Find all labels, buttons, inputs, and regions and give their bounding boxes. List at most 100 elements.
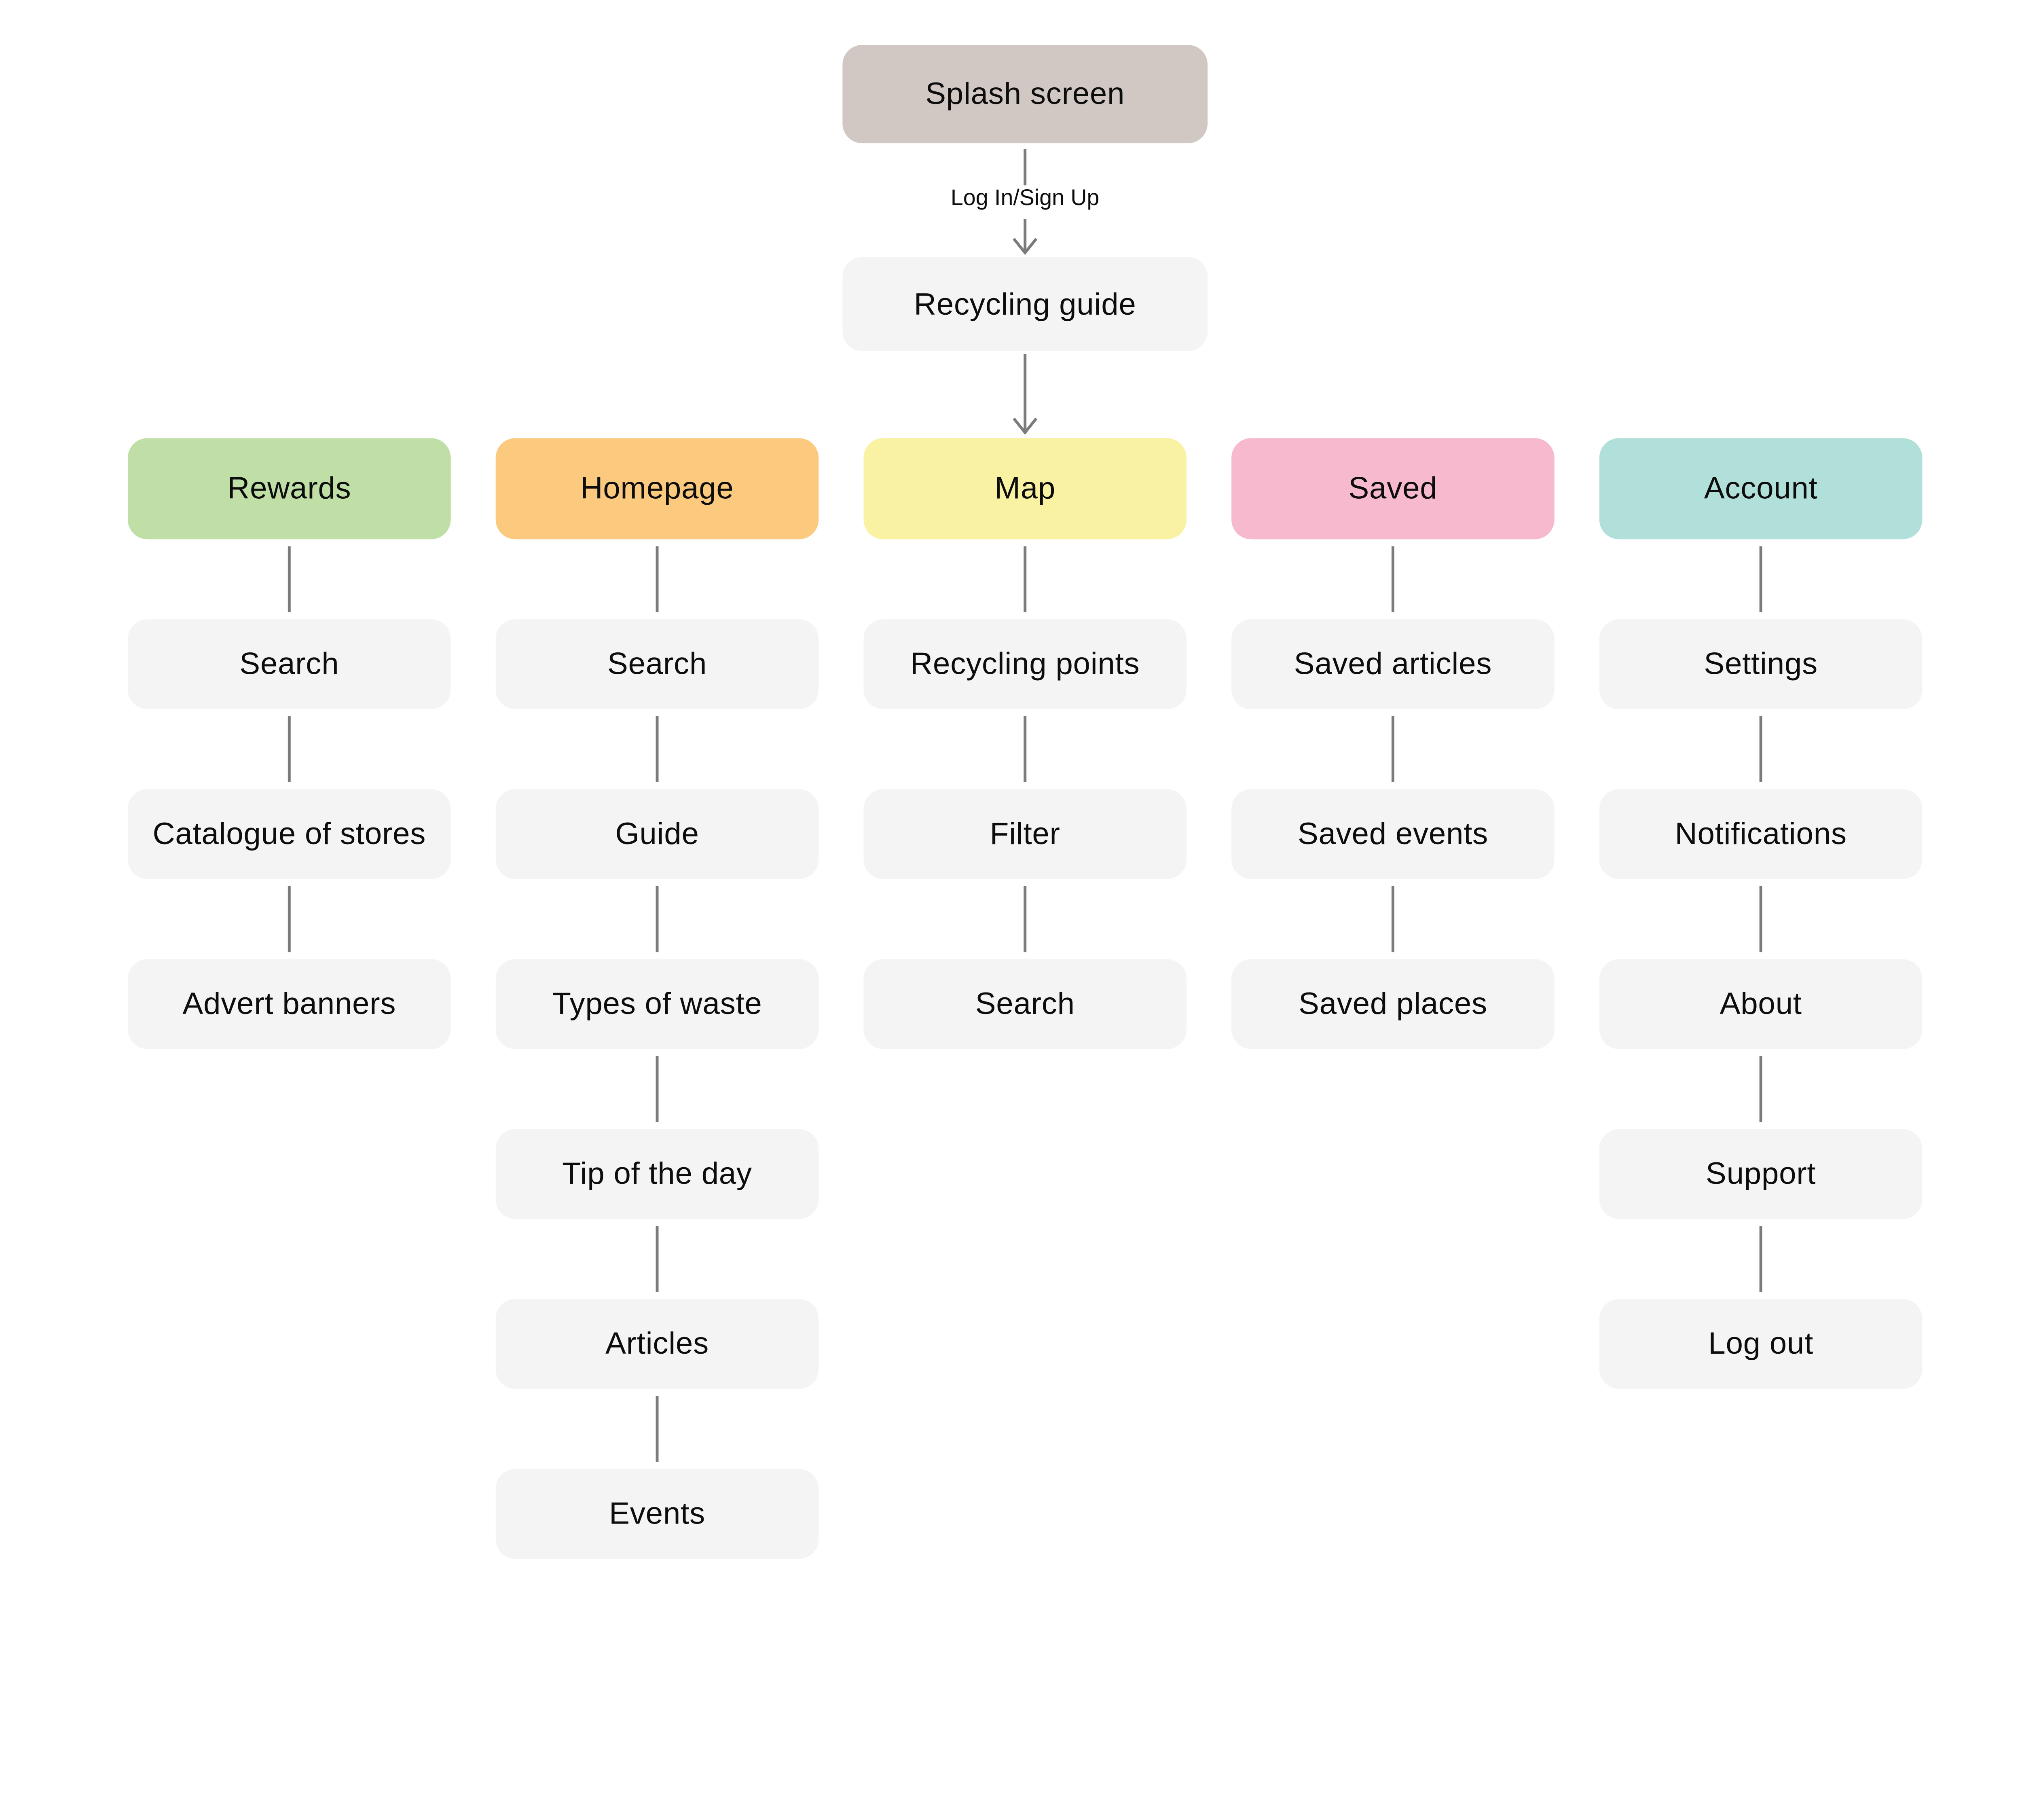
- connector-line-stroke: [656, 546, 659, 612]
- node-label: Saved events: [1297, 816, 1489, 851]
- connector-line-stroke: [288, 886, 291, 952]
- connector-line: [1599, 1049, 1923, 1129]
- node-homepage-item-0[interactable]: Search: [495, 619, 819, 709]
- node-homepage[interactable]: Homepage: [495, 438, 819, 540]
- connector-line: [128, 539, 451, 619]
- node-label: Rewards: [227, 470, 351, 506]
- connector-line-stroke: [1024, 716, 1027, 783]
- connector-line-stroke: [1759, 1056, 1762, 1122]
- connector-line: [496, 1219, 819, 1299]
- connector-line: [128, 879, 451, 959]
- node-homepage-item-5[interactable]: Events: [495, 1469, 819, 1559]
- node-saved-item-1[interactable]: Saved events: [1231, 789, 1555, 879]
- connector-line: [1599, 879, 1923, 959]
- connector-line-stroke: [1759, 1226, 1762, 1292]
- node-label: Saved places: [1298, 986, 1487, 1021]
- connector-line: [496, 539, 819, 619]
- arrow-down-icon: [1013, 354, 1038, 435]
- node-label: Tip of the day: [562, 1155, 752, 1191]
- node-label: Types of waste: [552, 986, 762, 1021]
- node-label: Articles: [605, 1325, 709, 1361]
- connector-line-stroke: [1391, 716, 1394, 783]
- node-label: Filter: [990, 816, 1060, 851]
- connector-line-stroke: [288, 546, 291, 612]
- node-rewards-item-2[interactable]: Advert banners: [127, 959, 451, 1049]
- node-saved-item-2[interactable]: Saved places: [1231, 959, 1555, 1049]
- node-rewards-item-1[interactable]: Catalogue of stores: [127, 789, 451, 879]
- connector-line: [1599, 539, 1923, 619]
- node-saved-item-0[interactable]: Saved articles: [1231, 619, 1555, 709]
- node-homepage-item-4[interactable]: Articles: [495, 1299, 819, 1389]
- connector-line-stroke: [656, 716, 659, 783]
- node-rewards-item-0[interactable]: Search: [127, 619, 451, 709]
- connector-line: [496, 1049, 819, 1129]
- connector-line-stroke: [656, 1056, 659, 1122]
- node-splash-screen[interactable]: Splash screen: [842, 45, 1208, 144]
- diagram-canvas: Splash screen Log In/Sign Up Recycling g…: [127, 45, 1923, 1559]
- connector-line: [863, 539, 1187, 619]
- node-label: Settings: [1704, 646, 1818, 681]
- node-label: Saved articles: [1294, 646, 1492, 681]
- node-label: Homepage: [580, 470, 734, 506]
- node-label: Advert banners: [182, 986, 396, 1021]
- connector-line: [1599, 709, 1923, 789]
- node-label: About: [1720, 986, 1802, 1021]
- node-label: Search: [975, 986, 1075, 1021]
- connector-line-stroke: [1391, 546, 1394, 612]
- node-account[interactable]: Account: [1599, 438, 1923, 540]
- node-map-item-0[interactable]: Recycling points: [863, 619, 1187, 709]
- node-label: Notifications: [1675, 816, 1847, 851]
- node-rewards[interactable]: Rewards: [127, 438, 451, 540]
- node-label: Support: [1705, 1155, 1816, 1191]
- connector-line: [1231, 879, 1555, 959]
- connector-line: [496, 879, 819, 959]
- node-label: Account: [1704, 470, 1818, 506]
- node-account-item-3[interactable]: Support: [1599, 1129, 1923, 1219]
- connector-line-stroke: [288, 716, 291, 783]
- node-account-item-1[interactable]: Notifications: [1599, 789, 1923, 879]
- node-label: Recycling points: [910, 646, 1140, 681]
- node-account-item-2[interactable]: About: [1599, 959, 1923, 1049]
- node-label: Events: [609, 1495, 705, 1531]
- node-label: Recycling guide: [914, 286, 1136, 321]
- node-map[interactable]: Map: [863, 438, 1187, 540]
- connector-line-stroke: [1391, 886, 1394, 952]
- node-map-item-2[interactable]: Search: [863, 959, 1187, 1049]
- node-account-item-0[interactable]: Settings: [1599, 619, 1923, 709]
- arrow-down-icon: [1013, 219, 1038, 255]
- connector-line-stroke: [1759, 546, 1762, 612]
- connector-line-stroke: [656, 886, 659, 952]
- node-label: Saved: [1348, 470, 1438, 506]
- node-map-item-1[interactable]: Filter: [863, 789, 1187, 879]
- connector-line-stroke: [656, 1396, 659, 1462]
- connector-line: [863, 709, 1187, 789]
- edge-line: [1024, 149, 1027, 186]
- connector-line: [496, 1389, 819, 1469]
- node-homepage-item-3[interactable]: Tip of the day: [495, 1129, 819, 1219]
- connector-line-stroke: [1759, 716, 1762, 783]
- connector-line: [128, 709, 451, 789]
- node-label: Search: [239, 646, 339, 681]
- connector-line-stroke: [1024, 546, 1027, 612]
- connector-line: [863, 879, 1187, 959]
- node-homepage-item-1[interactable]: Guide: [495, 789, 819, 879]
- node-label: Guide: [615, 816, 699, 851]
- connector-line: [1231, 539, 1555, 619]
- edge-label-login-signup: Log In/Sign Up: [950, 186, 1100, 211]
- node-recycling-guide[interactable]: Recycling guide: [842, 257, 1208, 351]
- connector-line: [496, 709, 819, 789]
- node-label: Log out: [1708, 1325, 1814, 1361]
- node-account-item-4[interactable]: Log out: [1599, 1299, 1923, 1389]
- node-homepage-item-2[interactable]: Types of waste: [495, 959, 819, 1049]
- connector-line-stroke: [1024, 886, 1027, 952]
- node-saved[interactable]: Saved: [1231, 438, 1555, 540]
- node-label: Catalogue of stores: [152, 816, 426, 851]
- connector-line: [1231, 709, 1555, 789]
- node-label: Splash screen: [925, 76, 1125, 111]
